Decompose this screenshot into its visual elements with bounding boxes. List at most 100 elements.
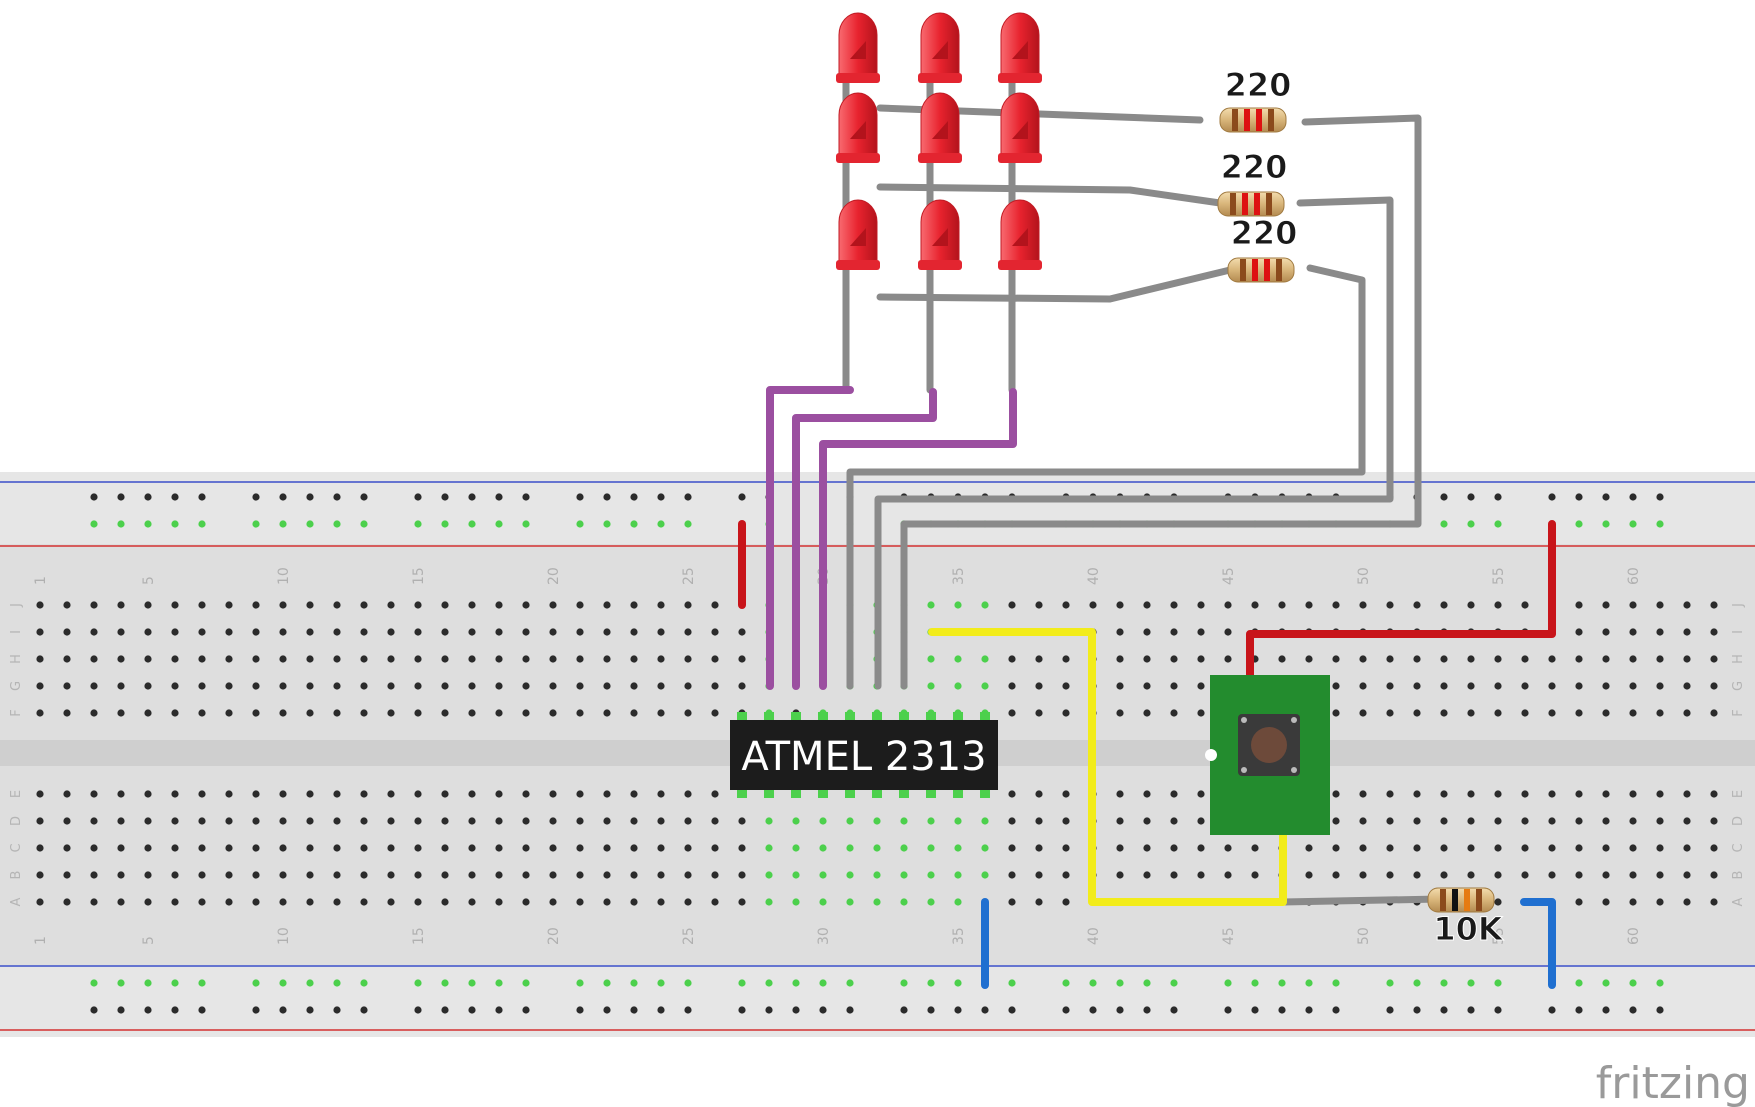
hole	[495, 817, 503, 825]
hole	[1548, 790, 1556, 798]
hole	[306, 601, 314, 609]
hole	[1710, 844, 1718, 852]
hole	[252, 682, 260, 690]
hole	[117, 817, 125, 825]
rail-hole	[495, 493, 503, 501]
led-rim	[998, 260, 1042, 270]
button-corner	[1241, 767, 1247, 773]
resistor: 220	[1217, 148, 1288, 217]
hole	[441, 655, 449, 663]
chip-pin	[737, 789, 747, 798]
led-body	[838, 92, 878, 158]
hole	[522, 898, 530, 906]
rail-hole	[1494, 493, 1502, 501]
led-body	[920, 12, 960, 78]
hole	[171, 628, 179, 636]
rail-hole	[468, 979, 476, 987]
hole	[225, 628, 233, 636]
hole	[1332, 601, 1340, 609]
hole	[414, 628, 422, 636]
hole	[711, 898, 719, 906]
hole	[1143, 844, 1151, 852]
hole	[306, 709, 314, 717]
hole	[1197, 655, 1205, 663]
led-die	[932, 41, 948, 59]
hole	[1656, 871, 1664, 879]
hole	[1035, 898, 1043, 906]
hole	[387, 871, 395, 879]
hole	[1575, 709, 1583, 717]
hole	[1521, 709, 1529, 717]
resistor-band	[1476, 889, 1482, 911]
hole	[576, 628, 584, 636]
rail-hole	[576, 493, 584, 501]
hole	[954, 871, 962, 879]
hole	[1629, 709, 1637, 717]
rail-hole	[1440, 520, 1448, 528]
hole	[414, 601, 422, 609]
hole	[495, 871, 503, 879]
hole	[495, 844, 503, 852]
rail-hole	[522, 1006, 530, 1014]
rail-hole	[1602, 520, 1610, 528]
hole	[738, 898, 746, 906]
hole	[1197, 790, 1205, 798]
hole	[171, 790, 179, 798]
hole	[468, 682, 476, 690]
row-letter: H	[9, 654, 24, 664]
column-number: 45	[1221, 567, 1237, 585]
button-cap[interactable]	[1251, 727, 1287, 763]
led-body	[838, 199, 878, 265]
rail-hole	[1062, 979, 1070, 987]
rail-hole	[252, 520, 260, 528]
led-row3-wire	[876, 266, 1234, 303]
hole	[792, 871, 800, 879]
blue-wire-right	[1520, 898, 1556, 989]
hole	[387, 601, 395, 609]
chip-pin	[818, 712, 828, 721]
rail-hole	[657, 520, 665, 528]
row-letter: I	[1731, 630, 1746, 634]
hole	[117, 844, 125, 852]
rail-hole	[576, 520, 584, 528]
hole	[900, 898, 908, 906]
hole	[1548, 871, 1556, 879]
hole	[1521, 655, 1529, 663]
hole	[1386, 601, 1394, 609]
hole	[1035, 817, 1043, 825]
push-button[interactable]	[1205, 675, 1330, 835]
hole	[711, 844, 719, 852]
row-letter: B	[1731, 871, 1746, 880]
hole	[1521, 790, 1529, 798]
rail-hole	[603, 1006, 611, 1014]
hole	[1548, 655, 1556, 663]
hole	[954, 682, 962, 690]
rail-hole	[846, 979, 854, 987]
hole	[225, 655, 233, 663]
rail-hole	[684, 979, 692, 987]
led-row2-wire	[876, 183, 1224, 207]
hole	[171, 817, 179, 825]
hole	[63, 898, 71, 906]
hole	[1548, 682, 1556, 690]
hole	[1629, 898, 1637, 906]
rail-hole	[927, 979, 935, 987]
hole	[1062, 898, 1070, 906]
hole	[1143, 655, 1151, 663]
hole	[1494, 655, 1502, 663]
led-body	[1000, 199, 1040, 265]
hole	[414, 844, 422, 852]
column-number: 40	[1086, 567, 1102, 585]
hole	[1440, 817, 1448, 825]
hole	[765, 898, 773, 906]
hole	[252, 655, 260, 663]
hole	[333, 628, 341, 636]
hole	[1143, 709, 1151, 717]
hole	[1332, 682, 1340, 690]
hole	[1494, 871, 1502, 879]
hole	[1224, 628, 1232, 636]
rail-hole	[738, 1006, 746, 1014]
hole	[1008, 871, 1016, 879]
hole	[36, 628, 44, 636]
hole	[684, 871, 692, 879]
